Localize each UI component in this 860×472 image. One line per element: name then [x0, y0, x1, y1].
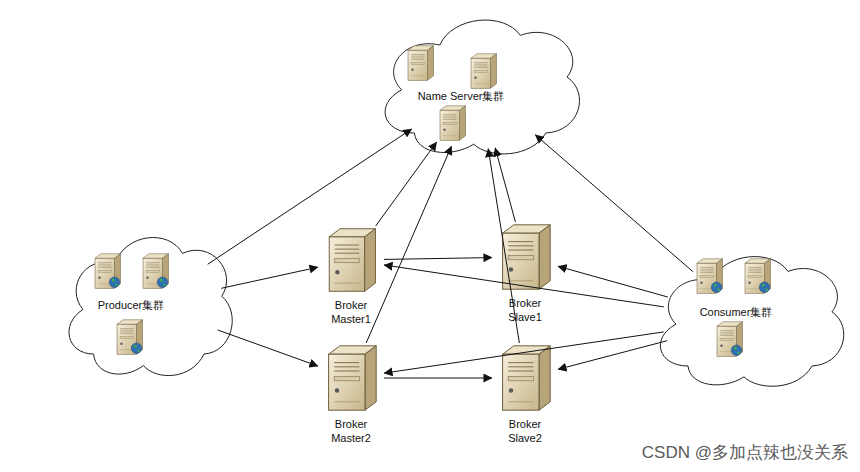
broker-server: Broker Slave1: [492, 222, 558, 292]
connector-arrow: [558, 266, 668, 297]
cloud-outline: [372, 5, 584, 165]
cloud-shape: [69, 238, 232, 376]
connector-arrow: [495, 148, 515, 222]
connector-arrow: [535, 135, 693, 272]
connector-arrow: [384, 332, 664, 373]
broker-server: Broker Slave2: [492, 343, 558, 413]
connector-arrow: [208, 129, 412, 264]
connector-arrow: [366, 146, 451, 343]
broker-server: Broker Master1: [318, 226, 384, 294]
connector-arrow: [384, 258, 492, 260]
cluster-cloud: Consumer集群: [648, 242, 848, 397]
connector-arrow: [218, 330, 318, 366]
node-label: Broker Slave2: [499, 417, 551, 445]
connector-arrow: [558, 341, 667, 370]
cluster-cloud: Producer集群: [58, 222, 236, 387]
cloud-outline: [648, 242, 848, 397]
connector-arrow: [376, 142, 437, 226]
node-label: Broker Slave1: [499, 296, 551, 324]
watermark-text: CSDN @多加点辣也没关系: [642, 441, 848, 464]
broker-server: Broker Master2: [318, 343, 384, 413]
node-label: Broker Master1: [325, 298, 377, 326]
cloud-shape: [385, 20, 579, 154]
connector-arrow: [221, 267, 318, 288]
node-label: Producer集群: [98, 297, 165, 312]
node-label: Consumer集群: [700, 304, 773, 319]
cloud-shape: [660, 257, 843, 387]
node-label: Name Server集群: [418, 89, 505, 104]
node-label: Broker Master2: [325, 417, 377, 445]
connector-arrow: [384, 378, 492, 379]
cluster-cloud: Name Server集群: [372, 5, 584, 165]
